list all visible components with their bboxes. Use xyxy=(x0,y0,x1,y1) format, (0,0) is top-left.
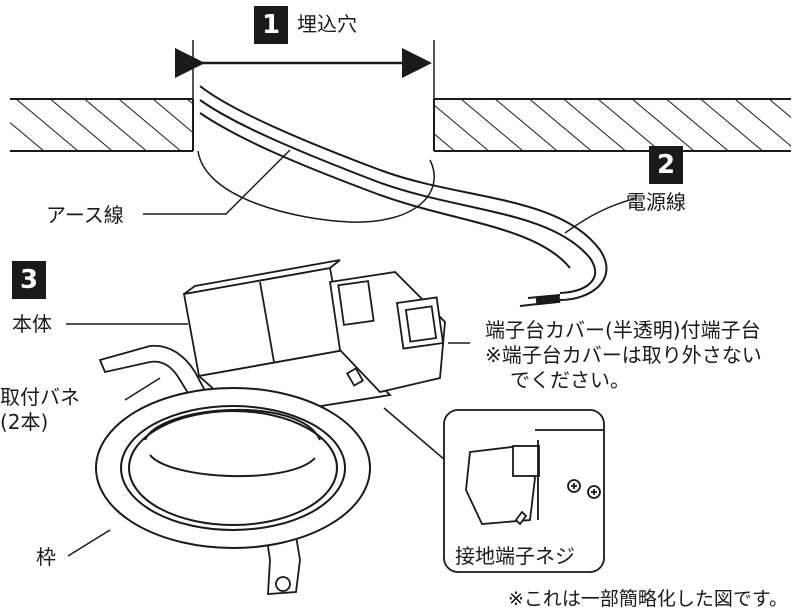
terminal-block xyxy=(328,271,446,393)
ground-detail-callout xyxy=(443,409,605,573)
badge-2: 2 xyxy=(649,146,683,184)
note-simplified: ※これは一部簡略化した図です。 xyxy=(508,588,789,610)
label-mounting-spring: 取付バネ xyxy=(0,385,80,409)
label-terminal-cover-note: ※端子台カバーは取り外さない xyxy=(485,343,762,367)
frame-ring xyxy=(95,387,371,549)
label-power-wire: 電源線 xyxy=(626,190,686,214)
label-ground-screw: 接地端子ネジ xyxy=(455,544,575,568)
badge-3: 3 xyxy=(12,261,46,299)
label-mounting-spring-count: (2本) xyxy=(0,410,49,434)
hole-dimension xyxy=(175,40,435,99)
label-hole: 埋込穴 xyxy=(297,12,357,36)
label-earth-wire: アース線 xyxy=(46,203,124,227)
leader-lines xyxy=(66,149,638,557)
label-terminal-cover: 端子台カバー(半透明)付端子台 xyxy=(485,318,761,342)
body-housing xyxy=(182,259,392,419)
cable-bundle xyxy=(197,85,608,307)
label-body: 本体 xyxy=(12,312,52,336)
ceiling xyxy=(10,98,791,152)
badge-1: 1 xyxy=(254,6,288,44)
label-frame: 枠 xyxy=(36,545,56,569)
label-terminal-cover-note-2: でください。 xyxy=(510,368,630,392)
